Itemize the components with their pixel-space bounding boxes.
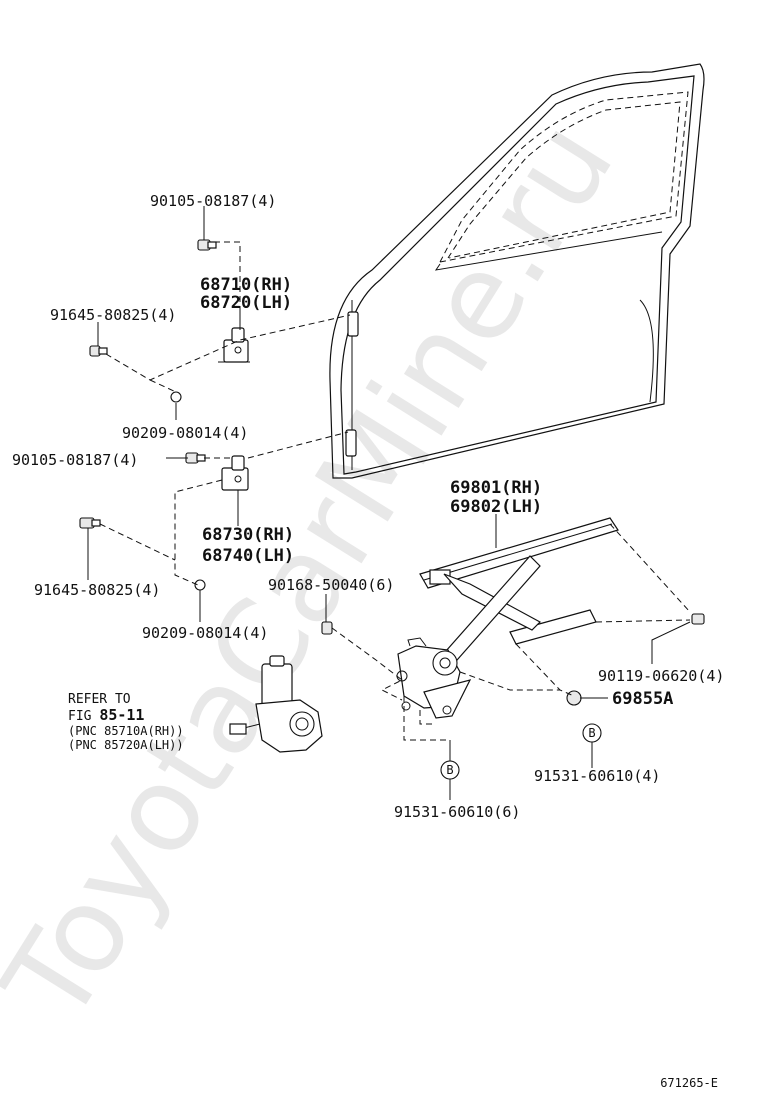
svg-text:B: B — [446, 763, 453, 777]
regulator-nut — [566, 690, 582, 706]
window-regulator — [396, 517, 619, 719]
callout-hinge-upper-lh: 68720(LH) — [200, 293, 292, 313]
callout-bolt-b-bottom: 91531-60610(6) — [394, 803, 520, 821]
callout-bolt-b-right: 91531-60610(4) — [534, 767, 660, 785]
marker-b-right: B — [582, 723, 602, 743]
diagram-code: 671265-E — [660, 1076, 718, 1090]
callout-hinge-screw-lower: 91645-80825(4) — [34, 581, 160, 599]
reference-line-3: (PNC 85710A(RH)) — [68, 724, 184, 738]
lower-hinge — [221, 455, 249, 491]
marker-b-bottom: B — [440, 760, 460, 780]
regulator-rear-bolt — [691, 613, 705, 625]
callout-regulator-lh: 69802(LH) — [450, 497, 542, 517]
callout-regulator-rear-bolt: 90119-06620(4) — [598, 667, 724, 685]
callout-regulator-bolt: 90168-50040(6) — [268, 576, 394, 594]
power-window-motor — [229, 655, 323, 753]
upper-hinge — [218, 327, 250, 363]
hinge-guide-lines — [99, 241, 351, 586]
reference-line-1: REFER TO — [68, 692, 131, 707]
reference-fig-prefix: FIG — [68, 709, 92, 724]
callout-hinge-bolt-upper: 90105-08187(4) — [150, 192, 276, 210]
callout-regulator-rh: 69801(RH) — [450, 478, 542, 498]
upper-hinge-nut — [170, 391, 182, 403]
svg-text:FIG 85-11: FIG 85-11 — [68, 706, 144, 724]
motor-reference-note: REFER TO FIG 85-11 (PNC 85710A(RH)) (PNC… — [68, 692, 184, 752]
upper-hinge-screw — [89, 345, 108, 357]
reference-fig-link[interactable]: 85-11 — [99, 706, 144, 724]
callout-hinge-lower-rh: 68730(RH) — [202, 525, 294, 545]
callout-hinge-screw-upper: 91645-80825(4) — [50, 306, 176, 324]
svg-text:B: B — [588, 726, 595, 740]
callout-hinge-lower-lh: 68740(LH) — [202, 546, 294, 566]
lower-hinge-nut — [194, 579, 206, 591]
upper-hinge-bolt — [197, 239, 217, 251]
callout-hinge-upper-rh: 68710(RH) — [200, 275, 292, 295]
leader-lines — [87, 206, 691, 800]
lower-hinge-screw — [79, 517, 101, 529]
callout-regulator-nut: 69855A — [612, 689, 673, 709]
callout-hinge-nut-lower: 90209-08014(4) — [142, 624, 268, 642]
lower-hinge-bolt — [185, 452, 206, 464]
callout-hinge-bolt-lower: 90105-08187(4) — [12, 451, 138, 469]
regulator-bolt — [321, 621, 333, 635]
callout-hinge-nut-upper: 90209-08014(4) — [122, 424, 248, 442]
upper-hinge-door-mount — [347, 311, 359, 337]
watermark: ToyotaCarMine.ru — [0, 98, 640, 1046]
regulator-guide-lines — [331, 523, 691, 741]
lower-hinge-door-mount — [345, 429, 357, 457]
reference-line-4: (PNC 85720A(LH)) — [68, 738, 184, 752]
